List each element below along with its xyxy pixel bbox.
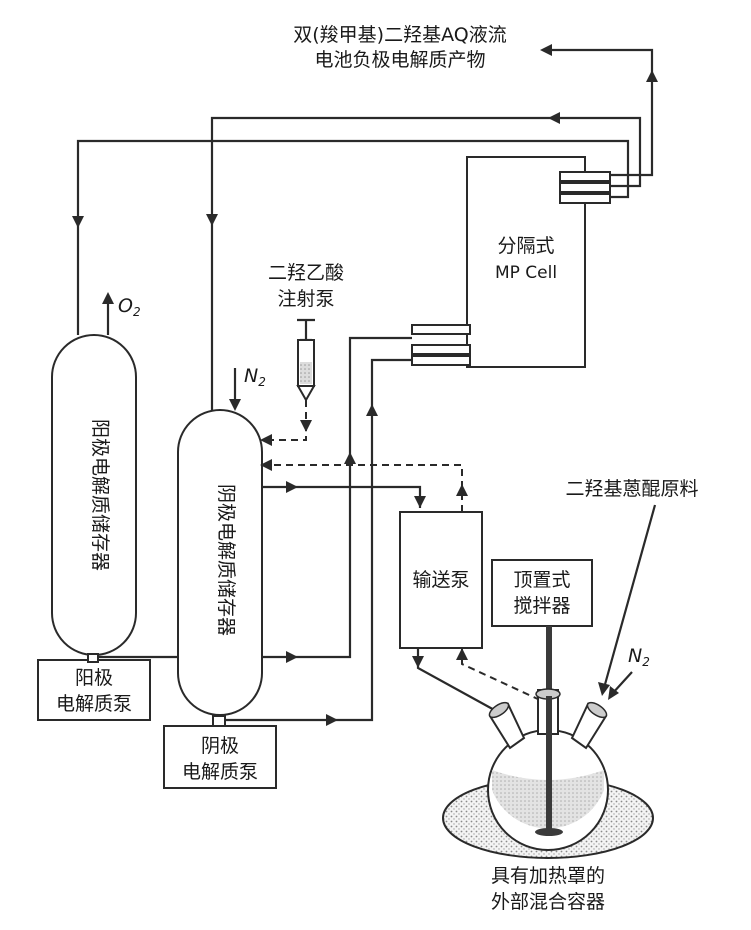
- anode-reservoir-label: 阳极电解质储存器: [89, 419, 111, 571]
- pump-to-flask-arrow: [412, 656, 424, 668]
- transfer-pump-label: 输送泵: [412, 569, 469, 591]
- tank-to-transfer-line: [262, 487, 420, 508]
- o2-arrow: [102, 292, 114, 304]
- cathode-pump-label-line2: 电解质泵: [182, 761, 258, 783]
- raw-material-label: 二羟基蒽醌原料: [565, 478, 698, 500]
- syringe-icon: [297, 320, 315, 400]
- cathode-pump-port: [213, 716, 225, 726]
- anode-feed-arrow-up: [344, 452, 356, 464]
- anode-feed-arrow-right: [286, 651, 298, 663]
- stirrer-label-line1: 顶置式: [513, 569, 570, 591]
- flask-to-pump-line: [462, 648, 540, 700]
- syringe-down-arrow: [300, 420, 312, 432]
- tank-to-transfer-arrow-down: [414, 496, 426, 508]
- cell-left-ports: [412, 325, 470, 365]
- mp-cell-label-line1: 分隔式: [497, 235, 554, 257]
- syringe-label-line1: 二羟乙酸: [268, 262, 344, 284]
- product-label-line2: 电池负极电解质产物: [314, 49, 485, 71]
- syringe-label-line2: 注射泵: [277, 288, 334, 310]
- n2-flask-label: N2: [628, 645, 650, 669]
- product-up-arrow: [646, 70, 658, 82]
- o2-label: O2: [118, 295, 141, 319]
- mp-cell-label-line2: MP Cell: [495, 263, 557, 283]
- catholyte-return-arrow-top: [548, 112, 560, 124]
- cathode-reservoir-label: 阴极电解质储存器: [215, 484, 237, 636]
- vessel-label-line1: 具有加热罩的: [491, 865, 605, 887]
- transfer-return-arrow-up: [456, 484, 468, 496]
- cell-right-ports: [560, 172, 610, 203]
- flask-to-pump-arrow: [456, 648, 468, 660]
- round-bottom-flask: [487, 689, 609, 850]
- stirrer-label-line2: 搅拌器: [513, 595, 570, 617]
- tank-to-transfer-arrow-right: [286, 481, 298, 493]
- n2-tank-arrow: [229, 399, 241, 411]
- anode-pump-label-line2: 电解质泵: [56, 693, 132, 715]
- n2-tank-label: N2: [244, 365, 266, 389]
- product-outlet-arrow: [540, 44, 552, 56]
- catholyte-return-arrow-down: [206, 214, 218, 226]
- product-label-line1: 双(羧甲基)二羟基AQ液流: [293, 24, 506, 46]
- vessel-label-line2: 外部混合容器: [491, 891, 605, 913]
- cathode-pump-label-line1: 阴极: [201, 735, 239, 757]
- anode-pump-port: [88, 654, 98, 662]
- raw-material-arrow: [598, 682, 610, 696]
- cathode-feed-arrow-up: [366, 404, 378, 416]
- cathode-feed-arrow-right: [326, 714, 338, 726]
- anolyte-return-arrow-down: [72, 216, 84, 228]
- anode-pump-label-line1: 阳极: [75, 667, 113, 689]
